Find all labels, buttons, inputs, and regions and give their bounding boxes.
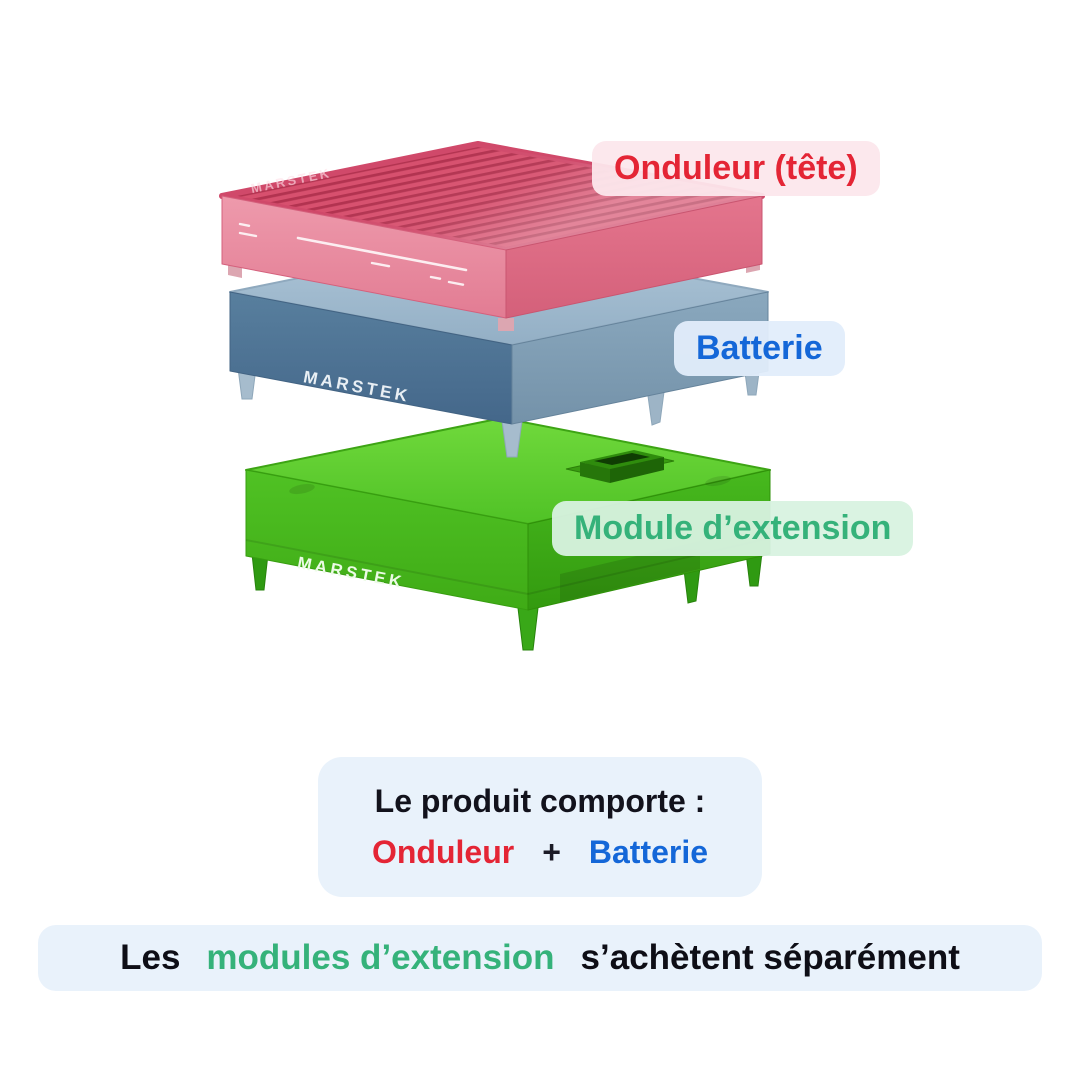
callout-battery: Batterie xyxy=(674,321,845,377)
callout-inverter: Onduleur (tête) xyxy=(592,141,880,197)
product-item-inverter: Onduleur xyxy=(371,834,515,870)
extension-right-recess xyxy=(560,541,700,602)
indicator-mark xyxy=(238,222,251,228)
footnote-lead: Les xyxy=(120,938,181,977)
indicator-led-strip xyxy=(296,236,468,272)
connector-right-face xyxy=(610,457,664,483)
product-item-battery: Batterie xyxy=(588,834,709,870)
product-contents-title: Le produit comporte : xyxy=(374,783,706,819)
footnote-rest: s’achètent séparément xyxy=(580,938,960,977)
indicator-mark xyxy=(429,275,442,280)
footnote-banner: Les modules d’extension s’achètent sépar… xyxy=(38,925,1042,991)
indicator-mark xyxy=(370,261,391,268)
inverter-module: MARSTEK xyxy=(219,141,765,331)
extension-top-pad-right xyxy=(705,475,731,487)
plus-sign: + xyxy=(542,834,561,870)
indicator-mark xyxy=(447,280,465,286)
battery-foot-mid xyxy=(647,391,665,426)
inverter-pad-front xyxy=(498,318,514,331)
extension-foot-front xyxy=(517,607,539,651)
product-contents-box: Le produit comporte : Onduleur + Batteri… xyxy=(318,757,762,897)
connector-left-face xyxy=(580,462,610,483)
extension-front-seam xyxy=(245,539,529,595)
inverter-top-sheen xyxy=(222,144,762,250)
indicator-mark xyxy=(238,231,258,238)
inverter-panel-indicators xyxy=(238,222,468,286)
extension-top-pad-left xyxy=(289,483,315,495)
footnote-extension-highlight: modules d’extension xyxy=(206,938,555,977)
inverter-right-face xyxy=(505,195,763,319)
connector-socket xyxy=(594,453,650,465)
product-contents-items: Onduleur + Batterie xyxy=(372,834,708,871)
extension-connector-port xyxy=(565,450,675,483)
callout-extension: Module d’extension xyxy=(552,501,914,557)
